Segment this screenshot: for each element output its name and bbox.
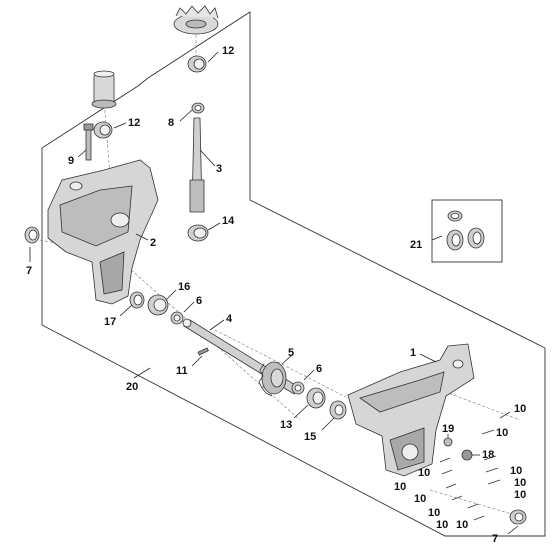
pinion-gear: [91, 70, 117, 109]
callout-10-k: 10: [456, 519, 468, 531]
callout-17: 17: [104, 316, 116, 328]
callout-10-c: 10: [510, 465, 522, 477]
callout-10-a: 10: [514, 403, 526, 415]
leader-lines: [29, 51, 519, 535]
callout-10-i: 10: [428, 507, 440, 519]
callout-16: 16: [178, 281, 190, 293]
bearing-12-left: [93, 121, 113, 139]
callout-14: 14: [222, 215, 235, 227]
seal-17: [129, 291, 145, 309]
kit-box: [431, 199, 503, 263]
callout-3: 3: [216, 163, 222, 175]
callout-4: 4: [226, 313, 233, 325]
seal-15: [329, 400, 347, 420]
callout-10-j: 10: [436, 519, 448, 531]
callout-7-right: 7: [492, 533, 498, 545]
screws-10: [439, 411, 511, 521]
callouts: 12 8 3 14 12 9 2 7 17 16 6 4 11 5 6 13 1…: [26, 45, 526, 545]
callout-8: 8: [168, 117, 174, 129]
callout-6-right: 6: [316, 363, 322, 375]
callout-6-left: 6: [196, 295, 202, 307]
screw-9: [83, 123, 94, 161]
seal-7-right: [509, 509, 527, 525]
gear-5: [258, 361, 287, 397]
callout-9: 9: [68, 155, 74, 167]
callout-15: 15: [304, 431, 316, 443]
plug-19: [443, 437, 453, 447]
housing-left-2: [47, 159, 159, 305]
callout-5: 5: [288, 347, 294, 359]
assembly-frame: [41, 11, 546, 537]
callout-13: 13: [280, 419, 292, 431]
bearing-13: [306, 387, 326, 409]
seal-7-left: [24, 226, 40, 244]
bearing-16: [147, 294, 169, 316]
callout-10-g: 10: [394, 481, 406, 493]
plug-18: [461, 449, 473, 461]
kit-21-parts: [446, 210, 485, 251]
bearing-12-top: [187, 55, 207, 73]
callout-10-e: 10: [514, 489, 526, 501]
pin-11: [197, 347, 209, 356]
washer-6-right: [291, 381, 305, 395]
bearing-14: [187, 224, 209, 242]
callout-19: 19: [442, 423, 454, 435]
callout-21: 21: [410, 239, 422, 251]
callout-12-top: 12: [222, 45, 234, 57]
callout-12-left: 12: [128, 117, 140, 129]
callout-11: 11: [176, 365, 188, 377]
ring-8: [191, 102, 205, 114]
callout-7-left: 7: [26, 265, 32, 277]
callout-10-h: 10: [414, 493, 426, 505]
callout-20: 20: [126, 381, 138, 393]
callout-18: 18: [482, 449, 494, 461]
callout-10-d: 10: [514, 477, 526, 489]
callout-1: 1: [410, 347, 416, 359]
callout-10-b: 10: [496, 427, 508, 439]
housing-right-1: [347, 343, 475, 477]
shaft-3: [189, 117, 205, 213]
callout-10-f: 10: [418, 467, 430, 479]
top-gear: [173, 5, 219, 35]
callout-2: 2: [150, 237, 156, 249]
washer-6-left: [170, 311, 184, 325]
